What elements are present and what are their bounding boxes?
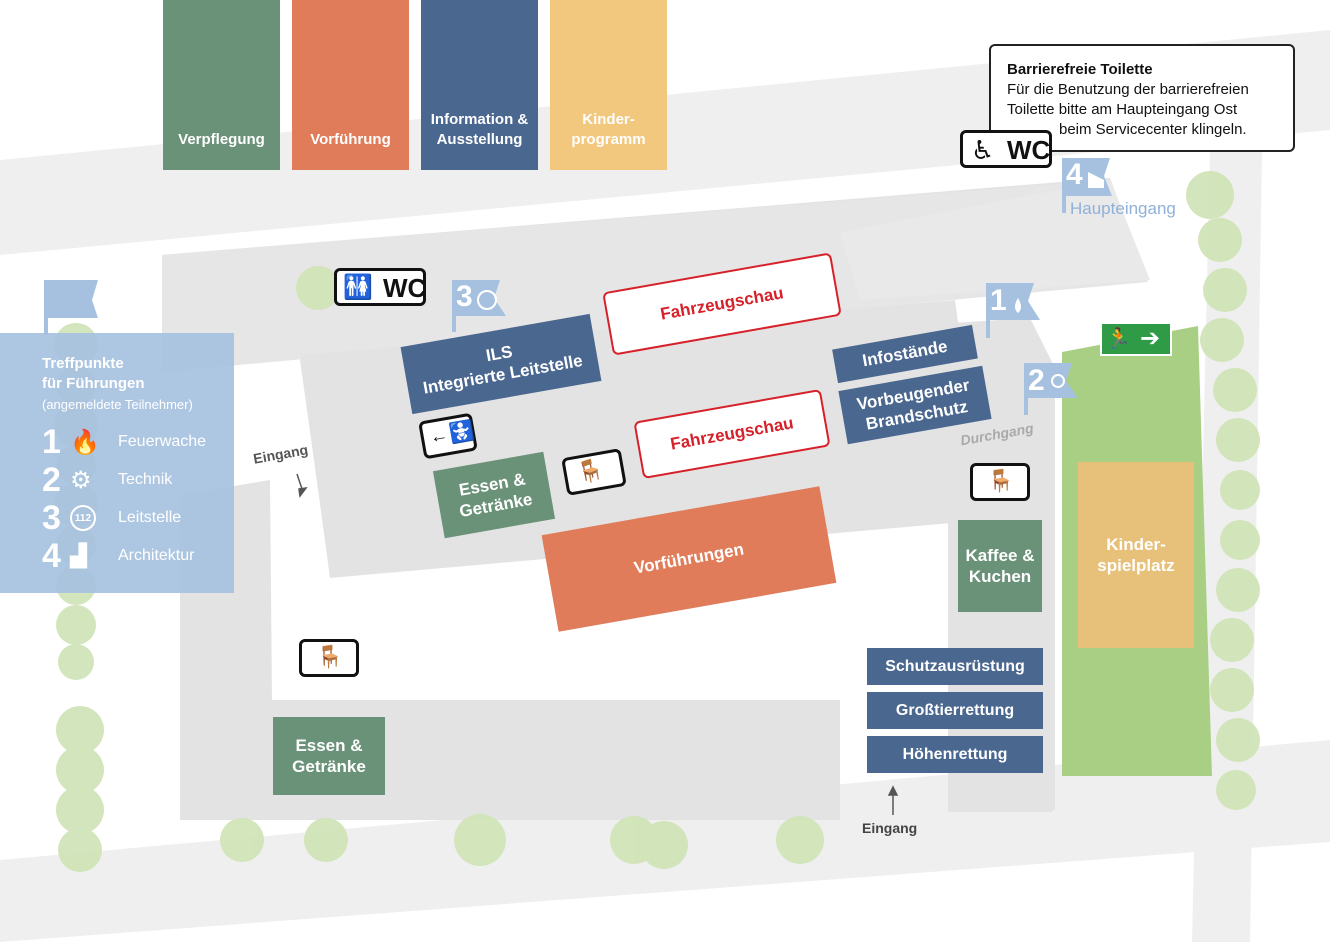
playground-block: Kinder- spielplatz bbox=[1078, 462, 1194, 648]
notice-line-2: Toilette bitte am Haupteingang Ost bbox=[1007, 101, 1238, 118]
food-line2: Getränke bbox=[292, 757, 366, 776]
food-line1: Essen & bbox=[295, 735, 363, 755]
gear-wrench-icon: ⚙ bbox=[70, 466, 92, 494]
legend-label: Vorführung bbox=[310, 131, 391, 148]
exit-person-icon: 🏃 bbox=[1106, 328, 1131, 350]
notice-line-1: Für die Benutzung der barrierefreien bbox=[1007, 81, 1249, 98]
legend-kinderprogramm: Kinder-programm bbox=[550, 0, 667, 170]
playground-line1: Kinder- bbox=[1106, 534, 1166, 554]
wc-sign: 🚻 WC bbox=[334, 268, 426, 306]
demonstrations-label: Vorführungen bbox=[632, 539, 746, 578]
meeting-subtitle: (angemeldete Teilnehmer) bbox=[42, 397, 193, 412]
coffee-cake-block: Kaffee & Kuchen bbox=[958, 520, 1042, 612]
legend-verpflegung: Verpflegung bbox=[163, 0, 280, 170]
large-animal-rescue-block: Großtierrettung bbox=[867, 692, 1043, 729]
building-icon: ▟ bbox=[70, 543, 87, 568]
arrow-right-icon: ➔ bbox=[1140, 325, 1161, 352]
vehicle-show-label: Fahrzeugschau bbox=[668, 413, 795, 454]
flag-number-1: 1 bbox=[990, 284, 1007, 317]
meeting-number: 4 bbox=[42, 536, 61, 575]
legend-information: Information & Ausstellung bbox=[421, 0, 538, 170]
legend-label: Kinder-programm bbox=[571, 111, 646, 148]
notice-line-3: beim Servicecenter klingeln. bbox=[1059, 121, 1247, 138]
wc-label: WC bbox=[383, 273, 427, 303]
meeting-label: Technik bbox=[118, 471, 173, 488]
meeting-point-1: 1 🔥 Feuerwache bbox=[42, 422, 206, 461]
meeting-label: Feuerwache bbox=[118, 433, 207, 450]
toilet-people-icon: 🚻 bbox=[343, 274, 373, 301]
meeting-label: Leitstelle bbox=[118, 509, 182, 526]
meeting-number: 2 bbox=[42, 460, 61, 499]
emergency-exit-sign: 🏃 ➔ bbox=[1100, 322, 1172, 356]
coffee-line1: Kaffee & bbox=[965, 545, 1035, 565]
vehicle-show-label: Fahrzeugschau bbox=[658, 283, 785, 324]
wc-label: WC bbox=[1007, 135, 1051, 165]
meeting-number: 1 bbox=[42, 422, 61, 461]
flag-number-4: 4 bbox=[1066, 158, 1083, 191]
seating-icon: 🪑 bbox=[970, 463, 1030, 501]
legend-label: Information & Ausstellung bbox=[430, 111, 529, 148]
main-entrance-label: Haupteingang bbox=[1070, 199, 1176, 218]
meeting-number: 3 bbox=[42, 498, 61, 537]
table-chairs-icon: 🪑 bbox=[987, 468, 1015, 493]
food-drinks-left-block: Essen & Getränke bbox=[273, 717, 385, 795]
notice-title: Barrierefreie Toilette bbox=[1007, 61, 1153, 78]
flag-number-3: 3 bbox=[456, 280, 473, 313]
meeting-points-panel: Treffpunkte für Führungen (angemeldete T… bbox=[0, 333, 234, 593]
protective-gear-block: Schutzausrüstung bbox=[867, 648, 1043, 685]
meeting-title-2: für Führungen bbox=[42, 375, 145, 392]
legend-vorfuehrung: Vorführung bbox=[292, 0, 409, 170]
flag-number-2: 2 bbox=[1028, 364, 1045, 397]
accessible-wc-sign: ♿ WC bbox=[960, 130, 1052, 168]
legend-label: Verpflegung bbox=[178, 131, 265, 148]
meeting-point-4: 4 ▟ Architektur bbox=[42, 536, 194, 575]
arrow-left-icon: ← bbox=[428, 424, 450, 448]
meeting-label: Architektur bbox=[118, 547, 195, 564]
protective-gear-label: Schutzausrüstung bbox=[885, 657, 1025, 675]
meeting-title-1: Treffpunkte bbox=[42, 355, 124, 372]
coffee-line2: Kuchen bbox=[968, 567, 1032, 586]
meeting-point-2: 2 ⚙ Technik bbox=[42, 460, 172, 499]
wheelchair-icon: ♿ bbox=[971, 135, 995, 165]
seating-icon: 🪑 bbox=[299, 639, 359, 677]
height-rescue-label: Höhenrettung bbox=[902, 745, 1008, 763]
flame-icon: 🔥 bbox=[70, 428, 100, 456]
emergency-112-icon: 112 bbox=[70, 505, 96, 531]
table-chairs-icon: 🪑 bbox=[316, 644, 344, 669]
baby-changing-icon: 🚼 bbox=[447, 419, 477, 446]
large-animal-rescue-label: Großtierrettung bbox=[895, 701, 1015, 719]
table-chairs-icon: 🪑 bbox=[574, 456, 607, 486]
playground-line2: spielplatz bbox=[1097, 556, 1175, 575]
meeting-point-3: 3 112 Leitstelle bbox=[42, 498, 181, 537]
entrance-bottom-label: Eingang bbox=[862, 820, 918, 836]
height-rescue-block: Höhenrettung bbox=[867, 736, 1043, 773]
